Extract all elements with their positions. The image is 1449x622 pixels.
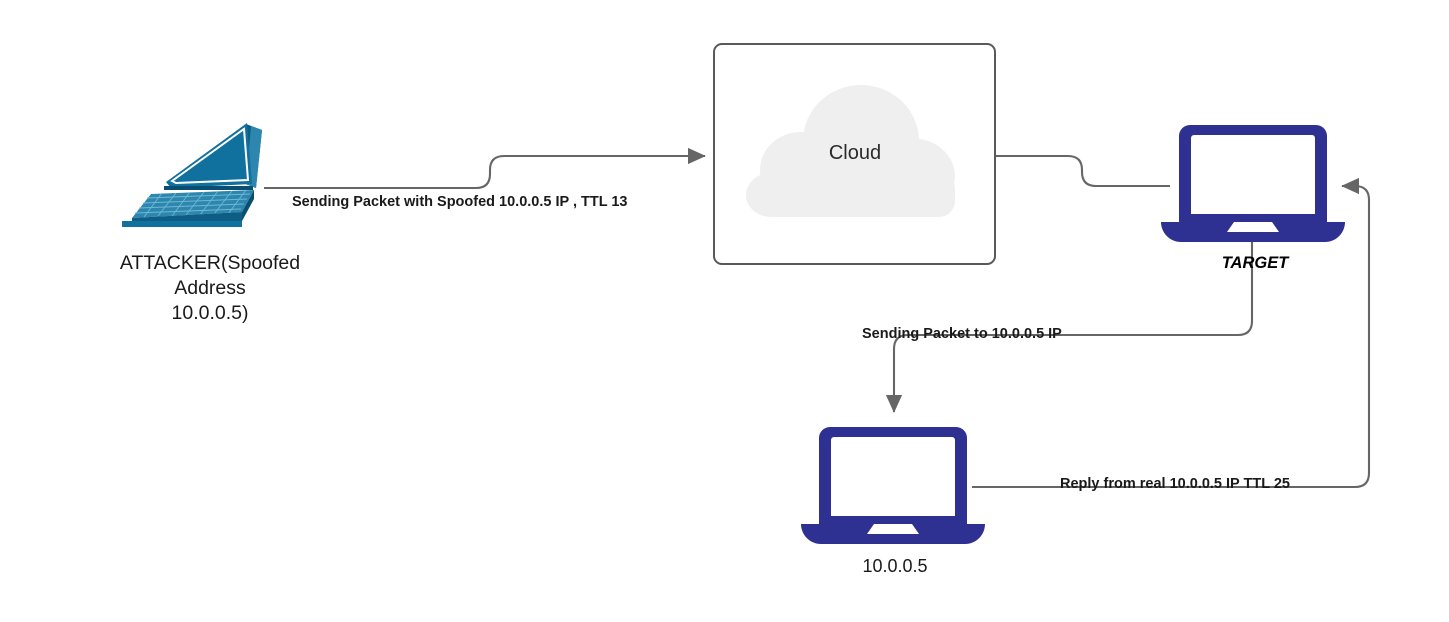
laptop-icon (1161, 125, 1345, 242)
edge-victim-to-target (972, 177, 1371, 489)
edge-cloud-to-target (996, 154, 1170, 188)
node-target[interactable] (1155, 124, 1350, 246)
edge-target-to-victim (885, 240, 1254, 413)
node-victim[interactable] (795, 426, 990, 548)
cloud-icon (746, 85, 955, 217)
laptop-3d-icon (122, 123, 262, 227)
laptop-icon (801, 427, 985, 544)
victim-label: 10.0.0.5 (862, 556, 928, 576)
attacker-label: ATTACKER(Spoofed Address 10.0.0.5) (119, 252, 301, 324)
edge-label-victim-to-target: Reply from real 10.0.0.5 IP TTL 25 (1060, 476, 1290, 492)
node-cloud-box[interactable] (713, 43, 996, 265)
edge-label-attacker-to-cloud: Sending Packet with Spoofed 10.0.0.5 IP … (292, 194, 628, 210)
node-attacker[interactable] (110, 120, 280, 230)
target-label: TARGET (1221, 254, 1289, 272)
edge-label-target-to-victim: Sending Packet to 10.0.0.5 IP (862, 326, 1062, 342)
cloud-label: Cloud (828, 142, 882, 164)
edge-attacker-to-cloud (264, 147, 706, 190)
